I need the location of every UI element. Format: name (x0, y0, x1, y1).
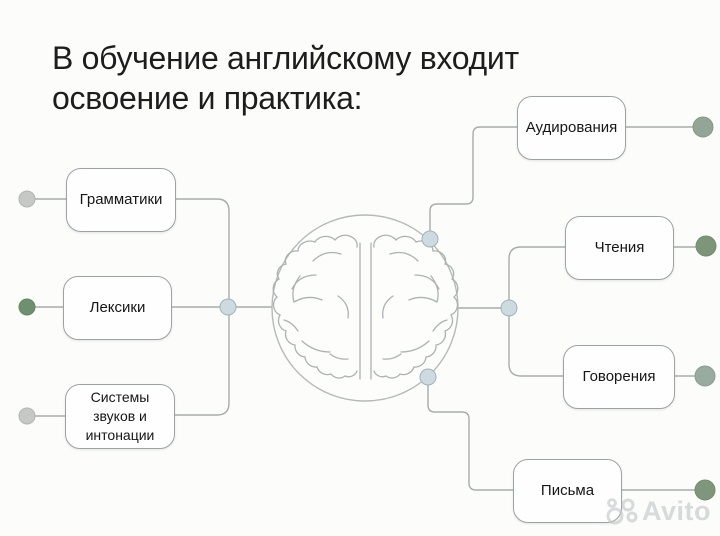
node-writing: Письма (513, 459, 622, 523)
junction-dot-right (500, 299, 518, 317)
endpoint-dot-grammar (18, 190, 36, 208)
endpoint-dot-sounds (18, 407, 36, 425)
node-reading-label: Чтения (594, 238, 645, 256)
node-speaking: Говорения (563, 345, 675, 409)
watermark: Avito (604, 496, 711, 527)
node-listening-label: Аудирования (525, 118, 618, 136)
node-listening: Аудирования (517, 96, 626, 160)
junction-dot-top (421, 230, 439, 248)
node-sounds-label: Системы звуков и интонации (85, 389, 155, 443)
page-title: В обучение английскому входит освоение и… (52, 38, 672, 118)
node-grammar: Грамматики (66, 168, 176, 232)
junction-dot-bottom (419, 368, 437, 386)
node-grammar-label: Грамматики (79, 190, 163, 208)
terminal-dot-speaking (694, 365, 716, 387)
brain-circle (271, 214, 459, 402)
avito-logo-icon (606, 497, 638, 524)
connector-lines (34, 126, 697, 491)
node-sounds: Системы звуков и интонации (65, 384, 175, 449)
endpoint-dot-vocabulary (18, 298, 36, 316)
title-line-2: освоение и практика: (52, 80, 363, 116)
watermark-text: Avito (642, 496, 711, 526)
title-line-1: В обучение английскому входит (52, 40, 519, 76)
terminal-dot-listening (692, 116, 714, 138)
terminal-dot-writing (694, 479, 716, 501)
node-vocabulary: Лексики (63, 276, 172, 340)
node-vocabulary-label: Лексики (89, 298, 146, 316)
node-speaking-label: Говорения (582, 367, 656, 385)
junction-dot-left (219, 298, 237, 316)
node-writing-label: Письма (540, 481, 595, 499)
brain-icon (272, 234, 459, 380)
node-reading: Чтения (565, 216, 674, 280)
terminal-dot-reading (695, 235, 717, 257)
